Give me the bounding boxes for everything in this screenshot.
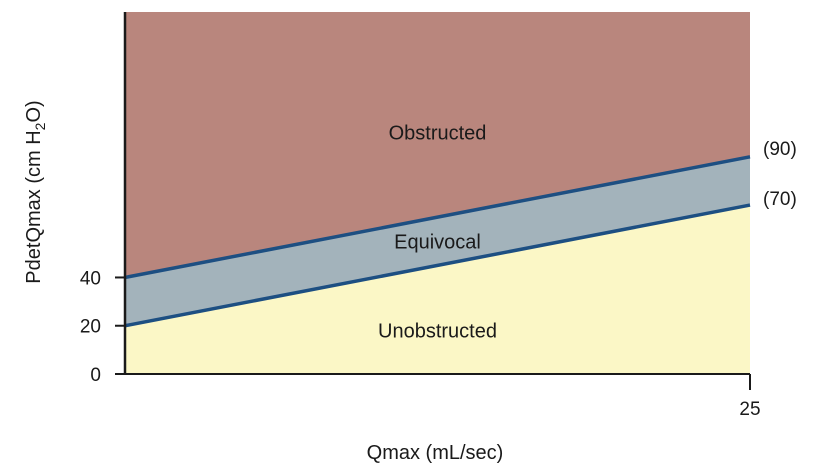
line-label-90: (90) [763, 139, 797, 160]
y-axis-title-main: PdetQmax (cm H [23, 130, 45, 283]
line-label-70: (70) [763, 189, 797, 210]
y-axis-title-tail: O) [23, 100, 45, 122]
y-tick-label: 20 [80, 317, 101, 338]
y-ticks: 0 20 40 [80, 268, 125, 386]
y-axis-title-subscript: 2 [32, 122, 48, 130]
region-obstructed [125, 12, 750, 278]
x-axis-title: Qmax (mL/sec) [367, 442, 504, 464]
boundary-line-90 [124, 155, 751, 280]
region-label-unobstructed: Unobstructed [378, 321, 497, 343]
x-tick-label: 25 [739, 399, 760, 420]
y-tick-label: 40 [80, 268, 101, 289]
region-equivocal [125, 156, 750, 326]
y-tick-label: 0 [90, 365, 101, 386]
region-label-obstructed: Obstructed [389, 123, 487, 145]
x-ticks: 25 [739, 374, 761, 420]
region-label-equivocal: Equivocal [394, 231, 481, 253]
region-unobstructed [125, 205, 750, 374]
y-axis-title: PdetQmax (cm H2O) [23, 100, 48, 283]
boundary-line-70 [124, 203, 751, 328]
